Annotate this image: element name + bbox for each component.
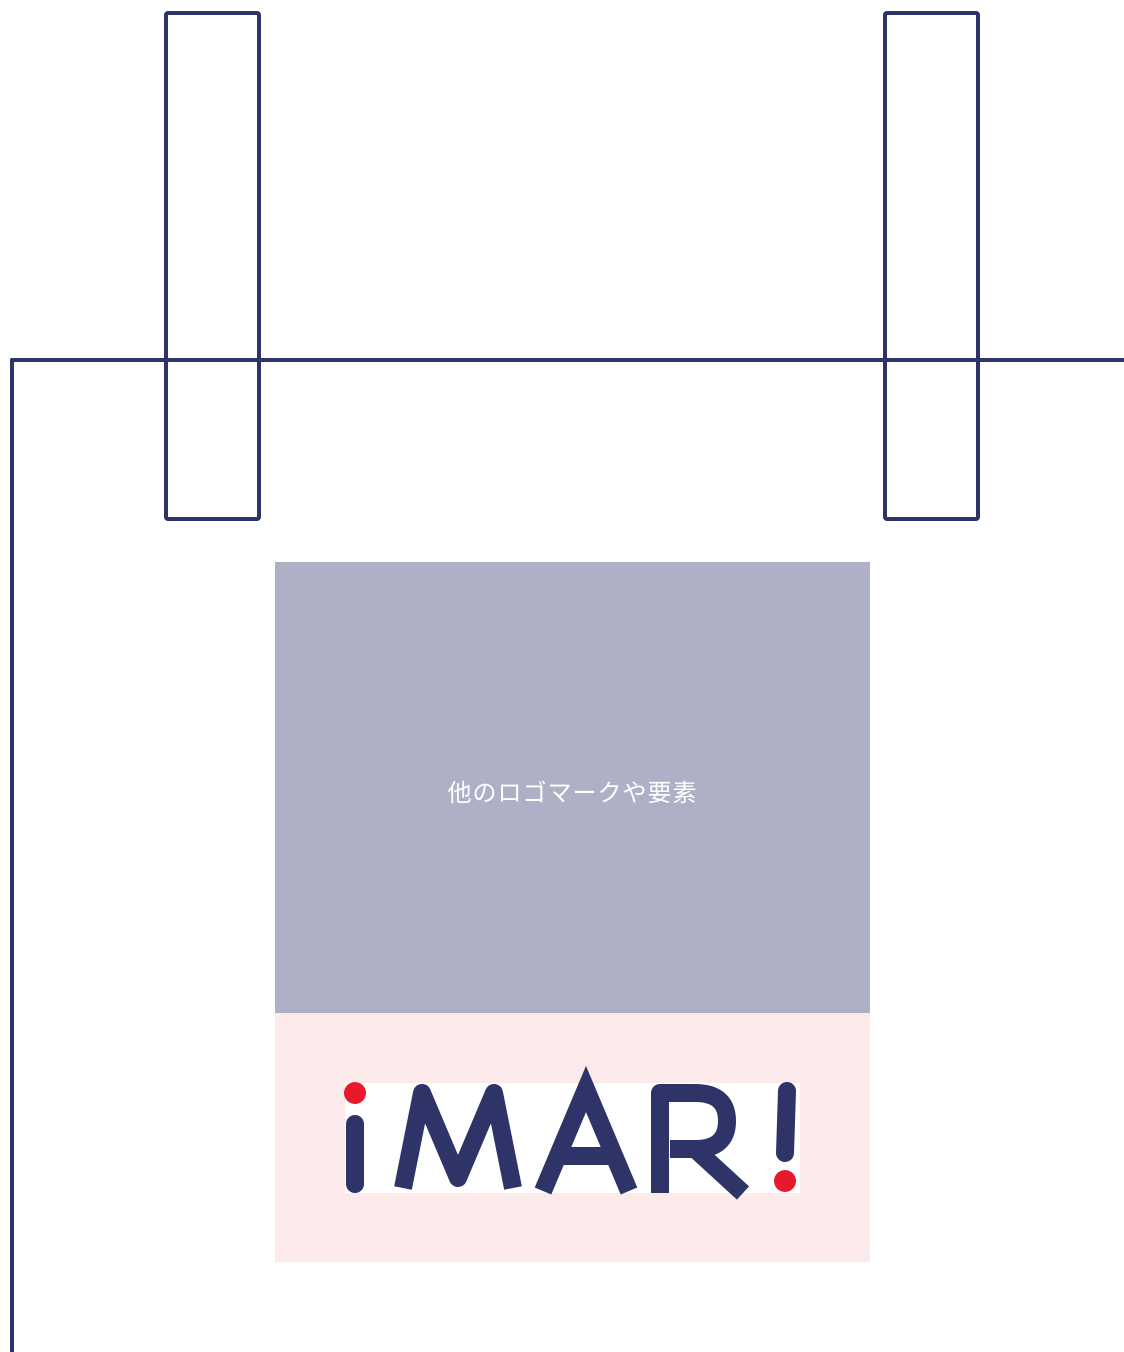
logo-letter-m	[394, 1084, 522, 1190]
logo-inverted-exclamation-dot	[344, 1082, 366, 1104]
other-elements-area: 他のロゴマークや要素	[275, 562, 870, 1013]
mar-logo	[344, 1065, 800, 1200]
logo-exclamation-dot	[774, 1170, 796, 1192]
logo-exclamation-stem	[776, 1082, 796, 1162]
logo-area	[275, 1013, 870, 1262]
other-elements-label: 他のロゴマークや要素	[447, 779, 698, 807]
logo-letter-r	[651, 1084, 750, 1200]
right-handle-frame	[883, 11, 980, 521]
logo-letter-a	[534, 1065, 638, 1195]
left-handle-frame	[164, 11, 261, 521]
